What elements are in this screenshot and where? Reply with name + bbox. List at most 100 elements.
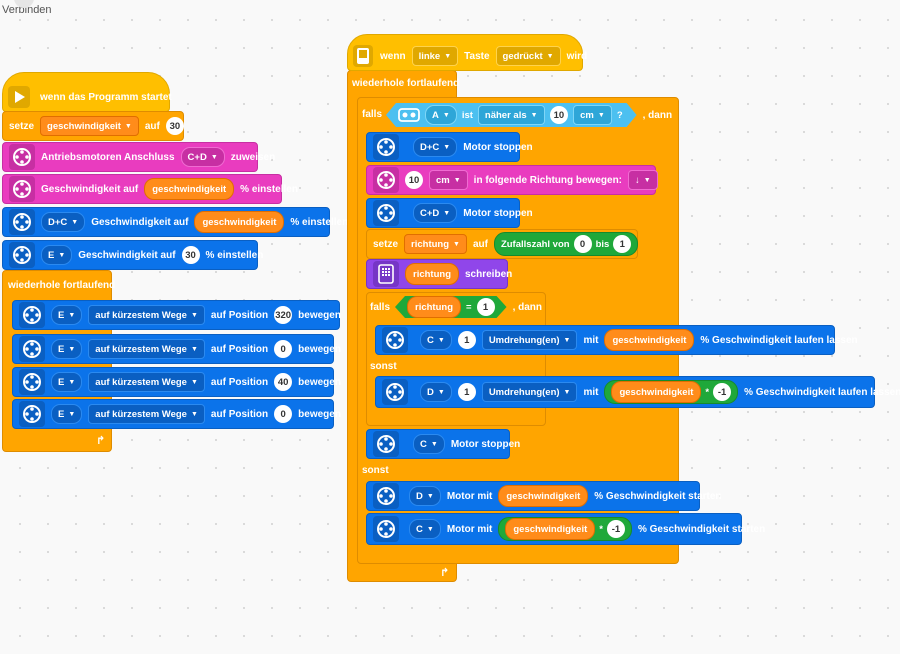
speed-variable[interactable]: geschwindigkeit xyxy=(604,329,695,351)
factor-input[interactable]: -1 xyxy=(713,383,732,401)
speed-variable[interactable]: geschwindigkeit xyxy=(505,518,596,540)
value-input[interactable]: 30 xyxy=(165,117,184,135)
equals-condition[interactable]: richtung = 1 xyxy=(395,296,507,318)
motor-run-block[interactable]: D▼ 1 Umdrehung(en)▼ mit geschwindigkeit … xyxy=(375,376,900,408)
motor-with-label: Motor mit xyxy=(446,523,493,535)
motor-icon xyxy=(19,401,45,427)
compare-dropdown[interactable]: näher als▼ xyxy=(478,105,545,125)
button-label: Taste xyxy=(464,50,490,62)
random-to-input[interactable]: 1 xyxy=(613,235,632,253)
unit-dropdown[interactable]: Umdrehung(en)▼ xyxy=(481,382,578,402)
loop-arrow-icon: ↱ xyxy=(440,567,450,579)
amount-input[interactable]: 1 xyxy=(457,383,476,401)
motor-stop-block[interactable]: C▼ Motor stoppen xyxy=(366,429,520,459)
port-dropdown[interactable]: E▼ xyxy=(51,404,83,424)
distance-input[interactable]: 10 xyxy=(550,106,569,124)
speed-variable[interactable]: geschwindigkeit xyxy=(194,211,285,233)
amount-input[interactable]: 1 xyxy=(457,331,476,349)
port-dropdown[interactable]: D▼ xyxy=(420,382,452,402)
richtung-variable[interactable]: richtung xyxy=(407,296,461,318)
port-dropdown[interactable]: C+D▼ xyxy=(180,147,225,167)
set-movement-speed-block[interactable]: Geschwindigkeit auf geschwindigkeit % ei… xyxy=(2,174,298,204)
port-dropdown[interactable]: D+C▼ xyxy=(413,137,458,157)
motor-go-to-position-block[interactable]: E▼ auf kürzestem Wege▼ auf Position 0 be… xyxy=(12,334,341,364)
then-label: , dann xyxy=(642,109,673,121)
set-drive-motors-block[interactable]: Antriebsmotoren Anschluss C+D▼ zuweisen xyxy=(2,142,275,172)
movement-icon xyxy=(9,144,35,170)
move-label: bewegen xyxy=(298,408,341,420)
unit-dropdown[interactable]: cm▼ xyxy=(429,170,468,190)
port-dropdown[interactable]: E▼ xyxy=(51,305,83,325)
motor-go-to-position-block[interactable]: E▼ auf kürzestem Wege▼ auf Position 320 … xyxy=(12,300,341,330)
button-state-dropdown[interactable]: gedrückt▼ xyxy=(495,46,561,66)
distance-condition[interactable]: A▼ ist näher als▼ 10 cm▼ ? xyxy=(386,103,637,127)
motor-speed-block[interactable]: D+C▼ Geschwindigkeit auf geschwindigkeit… xyxy=(2,207,348,237)
speed-variable[interactable]: geschwindigkeit xyxy=(498,485,589,507)
position-label: auf Position xyxy=(210,343,269,355)
port-dropdown[interactable]: D▼ xyxy=(409,486,441,506)
set-variable-block[interactable]: setze richtung▼ auf Zufallszahl von 0 bi… xyxy=(366,229,639,259)
start-label: % Geschwindigkeit starten xyxy=(637,523,766,535)
factor-input[interactable]: -1 xyxy=(606,520,625,538)
position-input[interactable]: 0 xyxy=(274,405,293,423)
percent-set-label: % einstellen xyxy=(205,249,264,261)
position-input[interactable]: 40 xyxy=(274,373,293,391)
position-input[interactable]: 0 xyxy=(274,340,293,358)
richtung-variable[interactable]: richtung xyxy=(405,263,459,285)
port-dropdown[interactable]: E▼ xyxy=(41,245,73,265)
connect-icon[interactable] xyxy=(14,0,34,8)
motor-go-to-position-block[interactable]: E▼ auf kürzestem Wege▼ auf Position 40 b… xyxy=(12,367,341,397)
motor-icon xyxy=(373,134,399,160)
percent-set-label: % einstellen xyxy=(290,216,349,228)
port-dropdown[interactable]: E▼ xyxy=(51,339,83,359)
move-direction-block[interactable]: 10 cm▼ in folgende Richtung bewegen: ↓▼ xyxy=(366,165,658,195)
port-dropdown[interactable]: E▼ xyxy=(51,372,83,392)
unit-dropdown[interactable]: cm▼ xyxy=(573,105,612,125)
motor-stop-block[interactable]: C+D▼ Motor stoppen xyxy=(366,198,533,228)
start-label: % Geschwindigkeit starten xyxy=(594,490,722,502)
variable-dropdown[interactable]: geschwindigkeit▼ xyxy=(40,116,139,136)
random-number-reporter[interactable]: Zufallszahl von 0 bis 1 xyxy=(493,232,639,256)
port-dropdown[interactable]: C+D▼ xyxy=(413,203,458,223)
port-dropdown[interactable]: C▼ xyxy=(409,519,441,539)
loop-arrow-icon: ↱ xyxy=(96,435,106,447)
direction-mode-dropdown[interactable]: auf kürzestem Wege▼ xyxy=(88,404,205,424)
when-label: wenn xyxy=(380,50,406,62)
port-dropdown[interactable]: D+C▼ xyxy=(41,212,86,232)
multiply-reporter[interactable]: geschwindigkeit * -1 xyxy=(604,380,739,404)
unit-dropdown[interactable]: Umdrehung(en)▼ xyxy=(481,330,578,350)
then-label: , dann xyxy=(512,301,543,313)
speed-variable[interactable]: geschwindigkeit xyxy=(611,381,702,403)
write-display-block[interactable]: richtung schreiben xyxy=(366,259,512,289)
random-from-input[interactable]: 0 xyxy=(573,235,592,253)
connect-area[interactable]: Verbinden xyxy=(0,0,70,22)
port-dropdown[interactable]: C▼ xyxy=(420,330,452,350)
port-dropdown[interactable]: C▼ xyxy=(413,434,445,454)
set-variable-block[interactable]: setze geschwindigkeit▼ auf 30 xyxy=(2,111,184,141)
direction-mode-dropdown[interactable]: auf kürzestem Wege▼ xyxy=(88,372,205,392)
value-input[interactable]: 30 xyxy=(181,246,200,264)
direction-dropdown[interactable]: ↓▼ xyxy=(628,170,658,190)
motor-speed-block[interactable]: E▼ Geschwindigkeit auf 30 % einstellen xyxy=(2,240,263,270)
speed-label: Geschwindigkeit auf xyxy=(91,216,189,228)
button-dropdown[interactable]: linke▼ xyxy=(411,46,459,66)
set-label: setze xyxy=(9,120,35,132)
motor-start-block[interactable]: D▼ Motor mit geschwindigkeit % Geschwind… xyxy=(366,481,722,511)
direction-mode-dropdown[interactable]: auf kürzestem Wege▼ xyxy=(88,305,205,325)
position-label: auf Position xyxy=(210,408,269,420)
motor-start-block[interactable]: C▼ Motor mit geschwindigkeit * -1 % Gesc… xyxy=(366,513,765,545)
position-input[interactable]: 320 xyxy=(274,306,293,324)
sensor-port-dropdown[interactable]: A▼ xyxy=(425,105,457,125)
variable-dropdown[interactable]: richtung▼ xyxy=(404,234,467,254)
multiply-reporter[interactable]: geschwindigkeit * -1 xyxy=(498,517,632,541)
compare-value-input[interactable]: 1 xyxy=(477,298,495,316)
distance-input[interactable]: 10 xyxy=(405,171,423,189)
to-label: auf xyxy=(144,120,160,132)
speed-variable[interactable]: geschwindigkeit xyxy=(144,178,235,200)
becomes-label: wird xyxy=(566,50,588,62)
motor-stop-block[interactable]: D+C▼ Motor stoppen xyxy=(366,132,533,162)
direction-mode-dropdown[interactable]: auf kürzestem Wege▼ xyxy=(88,339,205,359)
motor-run-block[interactable]: C▼ 1 Umdrehung(en)▼ mit geschwindigkeit … xyxy=(375,325,858,355)
motor-go-to-position-block[interactable]: E▼ auf kürzestem Wege▼ auf Position 0 be… xyxy=(12,399,341,429)
stop-label: Motor stoppen xyxy=(463,207,533,219)
